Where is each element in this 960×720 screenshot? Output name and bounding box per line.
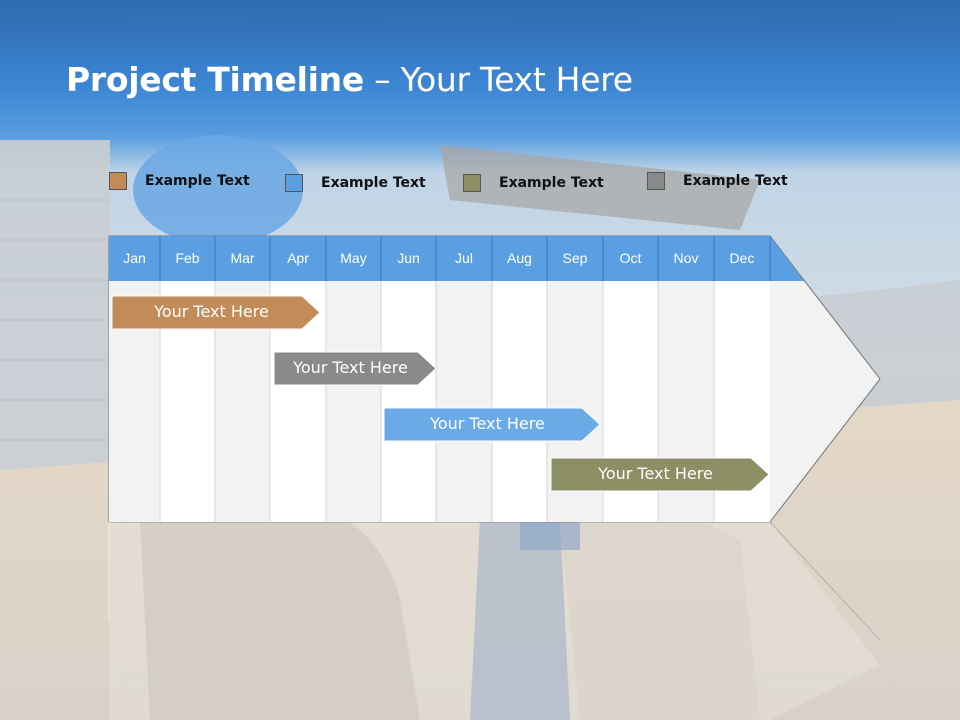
month-label-jan: Jan xyxy=(123,250,146,266)
month-label-sep: Sep xyxy=(562,250,588,266)
month-label-jul: Jul xyxy=(455,250,473,266)
month-label-oct: Oct xyxy=(619,250,642,266)
legend-swatch xyxy=(463,174,481,192)
month-column xyxy=(381,281,436,522)
timeline-reflection xyxy=(109,522,880,720)
month-label-aug: Aug xyxy=(507,250,532,266)
legend-item-3: Example Text xyxy=(463,172,604,194)
title-rest: – Your Text Here xyxy=(363,60,633,99)
month-column xyxy=(492,281,547,522)
timeline-header-band xyxy=(109,236,804,281)
slide-title: Project Timeline – Your Text Here xyxy=(66,60,633,99)
task-bar-label: Your Text Here xyxy=(293,358,408,377)
task-bar-label: Your Text Here xyxy=(598,464,713,483)
month-label-feb: Feb xyxy=(175,250,200,266)
month-label-nov: Nov xyxy=(673,250,699,266)
month-label-jun: Jun xyxy=(397,250,420,266)
month-label-dec: Dec xyxy=(729,250,755,266)
title-bold: Project Timeline xyxy=(66,60,364,99)
legend-label: Example Text xyxy=(145,173,250,189)
month-column xyxy=(436,281,492,522)
task-bar-3 xyxy=(383,407,601,442)
legend-item-1: Example Text xyxy=(109,170,250,192)
legend-label: Example Text xyxy=(683,173,788,189)
task-bar-1 xyxy=(111,295,321,330)
month-label-apr: Apr xyxy=(287,250,309,266)
legend-swatch xyxy=(109,172,127,190)
task-bar-label: Your Text Here xyxy=(154,302,269,321)
legend-swatch xyxy=(285,174,303,192)
legend-swatch xyxy=(647,172,665,190)
legend-label: Example Text xyxy=(499,175,604,191)
month-column xyxy=(326,281,381,522)
task-bar-2 xyxy=(273,351,437,386)
legend-item-2: Example Text xyxy=(285,172,426,194)
task-bar-label: Your Text Here xyxy=(430,414,545,433)
legend-label: Example Text xyxy=(321,175,426,191)
task-bar-4 xyxy=(550,457,770,492)
month-label-may: May xyxy=(340,250,367,266)
legend-item-4: Example Text xyxy=(647,170,788,192)
month-label-mar: Mar xyxy=(230,250,255,266)
